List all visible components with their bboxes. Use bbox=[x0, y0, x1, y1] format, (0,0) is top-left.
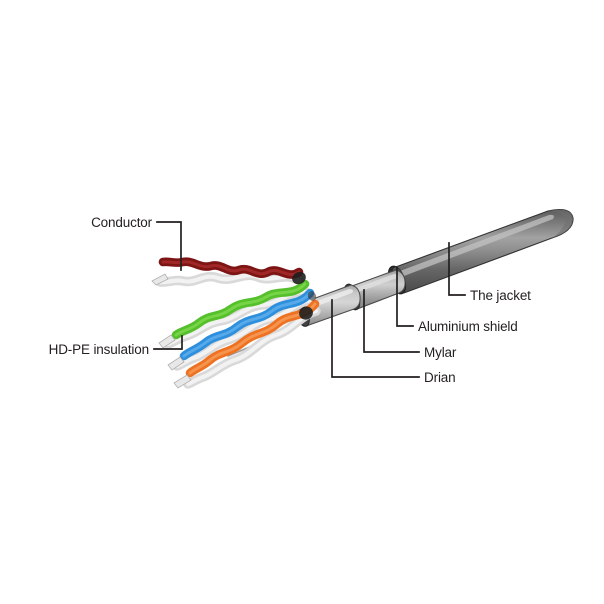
brown-pair-cut-end bbox=[151, 273, 169, 286]
callout-label-conductor: Conductor bbox=[91, 215, 153, 230]
brown-pair-white-highlight bbox=[157, 273, 303, 285]
leader-conductor bbox=[156, 221, 182, 271]
blue-pair-cut-end bbox=[167, 356, 185, 371]
leader-aluminium-shield bbox=[396, 267, 414, 327]
callout-label-hd-pe-insulation: HD-PE insulation bbox=[49, 342, 149, 357]
callout-label-aluminium-shield: Aluminium shield bbox=[418, 319, 518, 334]
cable-body bbox=[151, 209, 574, 389]
bundle-shadow-bottom bbox=[299, 306, 313, 320]
orange-pair-colour-highlight bbox=[188, 302, 317, 375]
wire-pair-brown bbox=[151, 257, 305, 287]
callout-leader-lines bbox=[153, 221, 466, 378]
cable-jacket-layer bbox=[387, 209, 574, 295]
green-pair-cut-end bbox=[158, 334, 176, 349]
wire-pair-orange bbox=[173, 299, 321, 389]
wire-pair-blue bbox=[167, 288, 316, 371]
bundle-shadow-top bbox=[292, 271, 306, 285]
bundle-shadow-mid bbox=[307, 291, 317, 301]
jacket-highlight bbox=[399, 214, 554, 277]
wire-pair-green bbox=[158, 279, 311, 349]
leader-drian bbox=[331, 299, 420, 378]
pair-bundle-entry bbox=[292, 271, 317, 320]
callout-label-mylar: Mylar bbox=[424, 345, 457, 360]
orange-pair-cut-end bbox=[173, 374, 192, 389]
green-pair-colour-highlight bbox=[174, 282, 307, 337]
leader-mylar bbox=[363, 289, 420, 353]
callout-label-the-jacket: The jacket bbox=[470, 288, 531, 303]
callout-label-drian: Drian bbox=[424, 370, 456, 385]
green-pair-white-highlight bbox=[165, 289, 309, 347]
blue-pair-colour-highlight bbox=[182, 291, 312, 358]
leader-hd-pe-insulation bbox=[153, 335, 183, 350]
leader-the-jacket bbox=[448, 242, 466, 296]
orange-pair-white-highlight bbox=[185, 308, 319, 387]
jacket-tip-shade bbox=[548, 209, 574, 238]
jacket-barrel bbox=[390, 209, 574, 294]
blue-pair-white-highlight bbox=[174, 297, 314, 369]
callout-labels: Conductor HD-PE insulation The jacket Al… bbox=[49, 215, 532, 385]
aluminium-shield-highlight bbox=[355, 274, 398, 293]
